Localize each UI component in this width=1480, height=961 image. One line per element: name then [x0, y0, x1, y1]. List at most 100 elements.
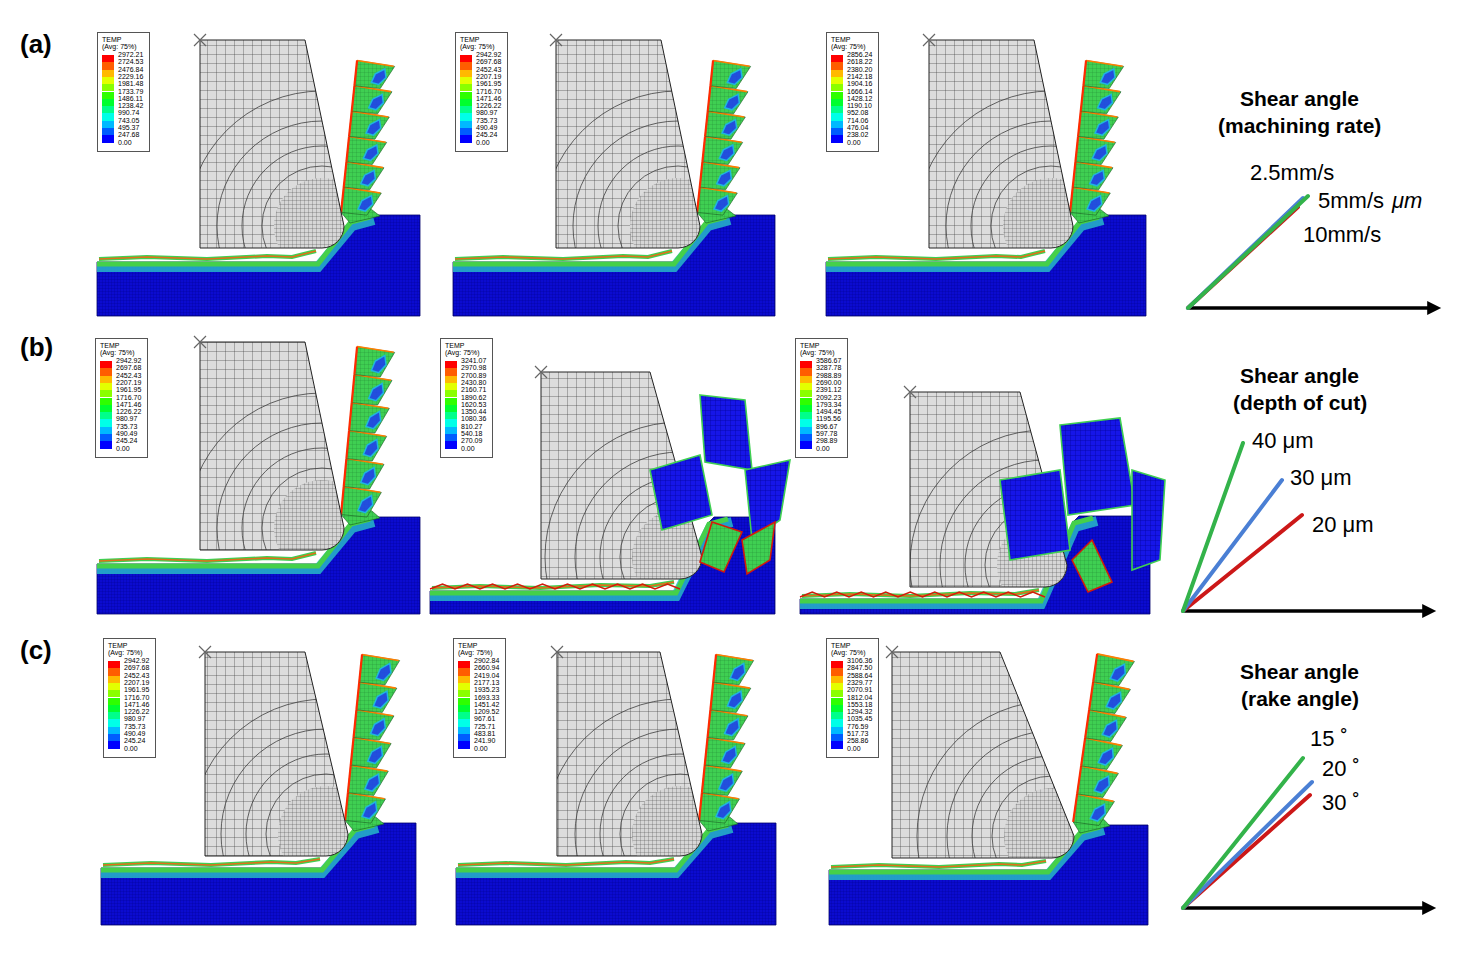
color-band	[100, 368, 112, 375]
fractured-debris	[800, 592, 1045, 597]
color-band	[445, 427, 457, 434]
chip-segment	[1070, 187, 1110, 215]
color-band	[100, 427, 112, 434]
surface-debris	[831, 861, 1046, 867]
tool-outline	[200, 40, 344, 248]
color-band	[100, 412, 112, 419]
surface-debris	[455, 251, 672, 259]
hot-contact	[1073, 794, 1077, 822]
hot-contact	[1093, 654, 1097, 682]
chip-segment	[1083, 60, 1123, 88]
color-band	[831, 55, 843, 62]
legend-value: 1226.22	[116, 408, 141, 416]
shear-angle-line	[1183, 480, 1282, 611]
hot-contact	[1085, 710, 1089, 738]
color-band	[108, 727, 120, 734]
legend-value: 2856.24	[847, 51, 872, 59]
surface-debris	[99, 251, 316, 259]
shear-angle-schematic	[1183, 758, 1425, 908]
color-band	[831, 719, 843, 726]
color-band	[458, 705, 470, 712]
legend-subtitle: (Avg: 75%)	[102, 43, 137, 51]
series-label: 2.5mm/s	[1250, 160, 1334, 185]
legend-value: 0.00	[118, 139, 132, 147]
color-band	[445, 368, 457, 375]
shear-band	[357, 60, 394, 66]
legend-value: 2207.19	[476, 73, 501, 81]
hot-contact	[344, 459, 347, 487]
cool-zone	[358, 495, 373, 512]
legend-value: 3287.78	[816, 364, 841, 372]
chip-fragment	[1132, 470, 1165, 570]
legend-value: 270.09	[461, 437, 482, 445]
legend-subtitle: (Avg: 75%)	[458, 649, 493, 657]
svg-part	[600, 754, 760, 914]
hot-contact	[702, 765, 705, 793]
legend-subtitle: (Avg: 75%)	[800, 349, 835, 357]
color-band	[831, 84, 843, 91]
legend-value: 0.00	[474, 745, 488, 753]
legend-value: 1226.22	[476, 102, 501, 110]
legend-value: 2229.16	[118, 73, 143, 81]
color-band	[800, 376, 812, 383]
hot-contact	[697, 187, 700, 212]
color-band	[108, 668, 120, 675]
legend-value: 3241.07	[461, 357, 486, 365]
legend-value: 2142.18	[847, 73, 872, 81]
svg-part	[278, 786, 374, 882]
chip-segment	[352, 86, 392, 114]
shear-band	[716, 654, 753, 660]
reference-point	[535, 366, 547, 378]
svg-part	[1003, 178, 1099, 274]
legend-value: 2972.21	[118, 51, 143, 59]
svg-part	[991, 166, 1111, 286]
svg-part	[1004, 788, 1100, 884]
legend-value: 1195.56	[816, 415, 841, 423]
svg-part	[992, 776, 1112, 896]
cool-zone	[362, 802, 377, 819]
legend-value: 735.73	[476, 117, 497, 125]
surface-debris	[831, 861, 1046, 867]
tool-fine-mesh	[187, 91, 457, 361]
color-band	[800, 419, 812, 426]
legend-value: 490.49	[116, 430, 137, 438]
legend-value: 2177.13	[474, 679, 499, 687]
fractured-debris	[430, 584, 680, 589]
contour-legend: TEMP(Avg: 75%)3106.362847.502588.642329.…	[826, 638, 879, 758]
legend-subtitle: (Avg: 75%)	[100, 349, 135, 357]
legend-value: 1190.10	[847, 102, 872, 110]
color-band	[831, 77, 843, 84]
tool-fine-mesh	[916, 91, 1186, 361]
legend-value: 1904.16	[847, 80, 872, 88]
legend-value: 1961.95	[124, 686, 149, 694]
legend-value: 3586.67	[816, 357, 841, 365]
legend-value: 2618.22	[847, 58, 872, 66]
color-band	[831, 698, 843, 705]
tool-outline	[556, 40, 700, 248]
svg-part	[262, 166, 382, 286]
series-label: 15 ˚	[1310, 726, 1348, 751]
tool-outline	[929, 40, 1073, 248]
hot-contact	[699, 793, 702, 821]
svg-part	[947, 731, 1157, 941]
legend-value: 2476.84	[118, 66, 143, 74]
legend-value: 298.89	[816, 437, 837, 445]
color-band	[458, 712, 470, 719]
tool-outline	[205, 652, 348, 856]
legend-value: 2970.98	[461, 364, 486, 372]
legend-value: 2942.92	[124, 657, 149, 665]
chip-segment	[1093, 654, 1134, 686]
chip-segment	[1078, 111, 1118, 139]
color-band	[460, 121, 472, 128]
series-label: 30 ˚	[1322, 790, 1360, 815]
hot-contact	[705, 737, 708, 765]
color-band	[831, 92, 843, 99]
legend-value: 2452.43	[124, 672, 149, 680]
panel-letter: (b)	[20, 333, 53, 363]
color-band	[445, 434, 457, 441]
legend-value: 2092.23	[816, 394, 841, 402]
cool-zone	[361, 467, 376, 484]
surface-debris	[103, 859, 320, 865]
color-band	[460, 99, 472, 106]
cool-zone	[727, 691, 742, 708]
